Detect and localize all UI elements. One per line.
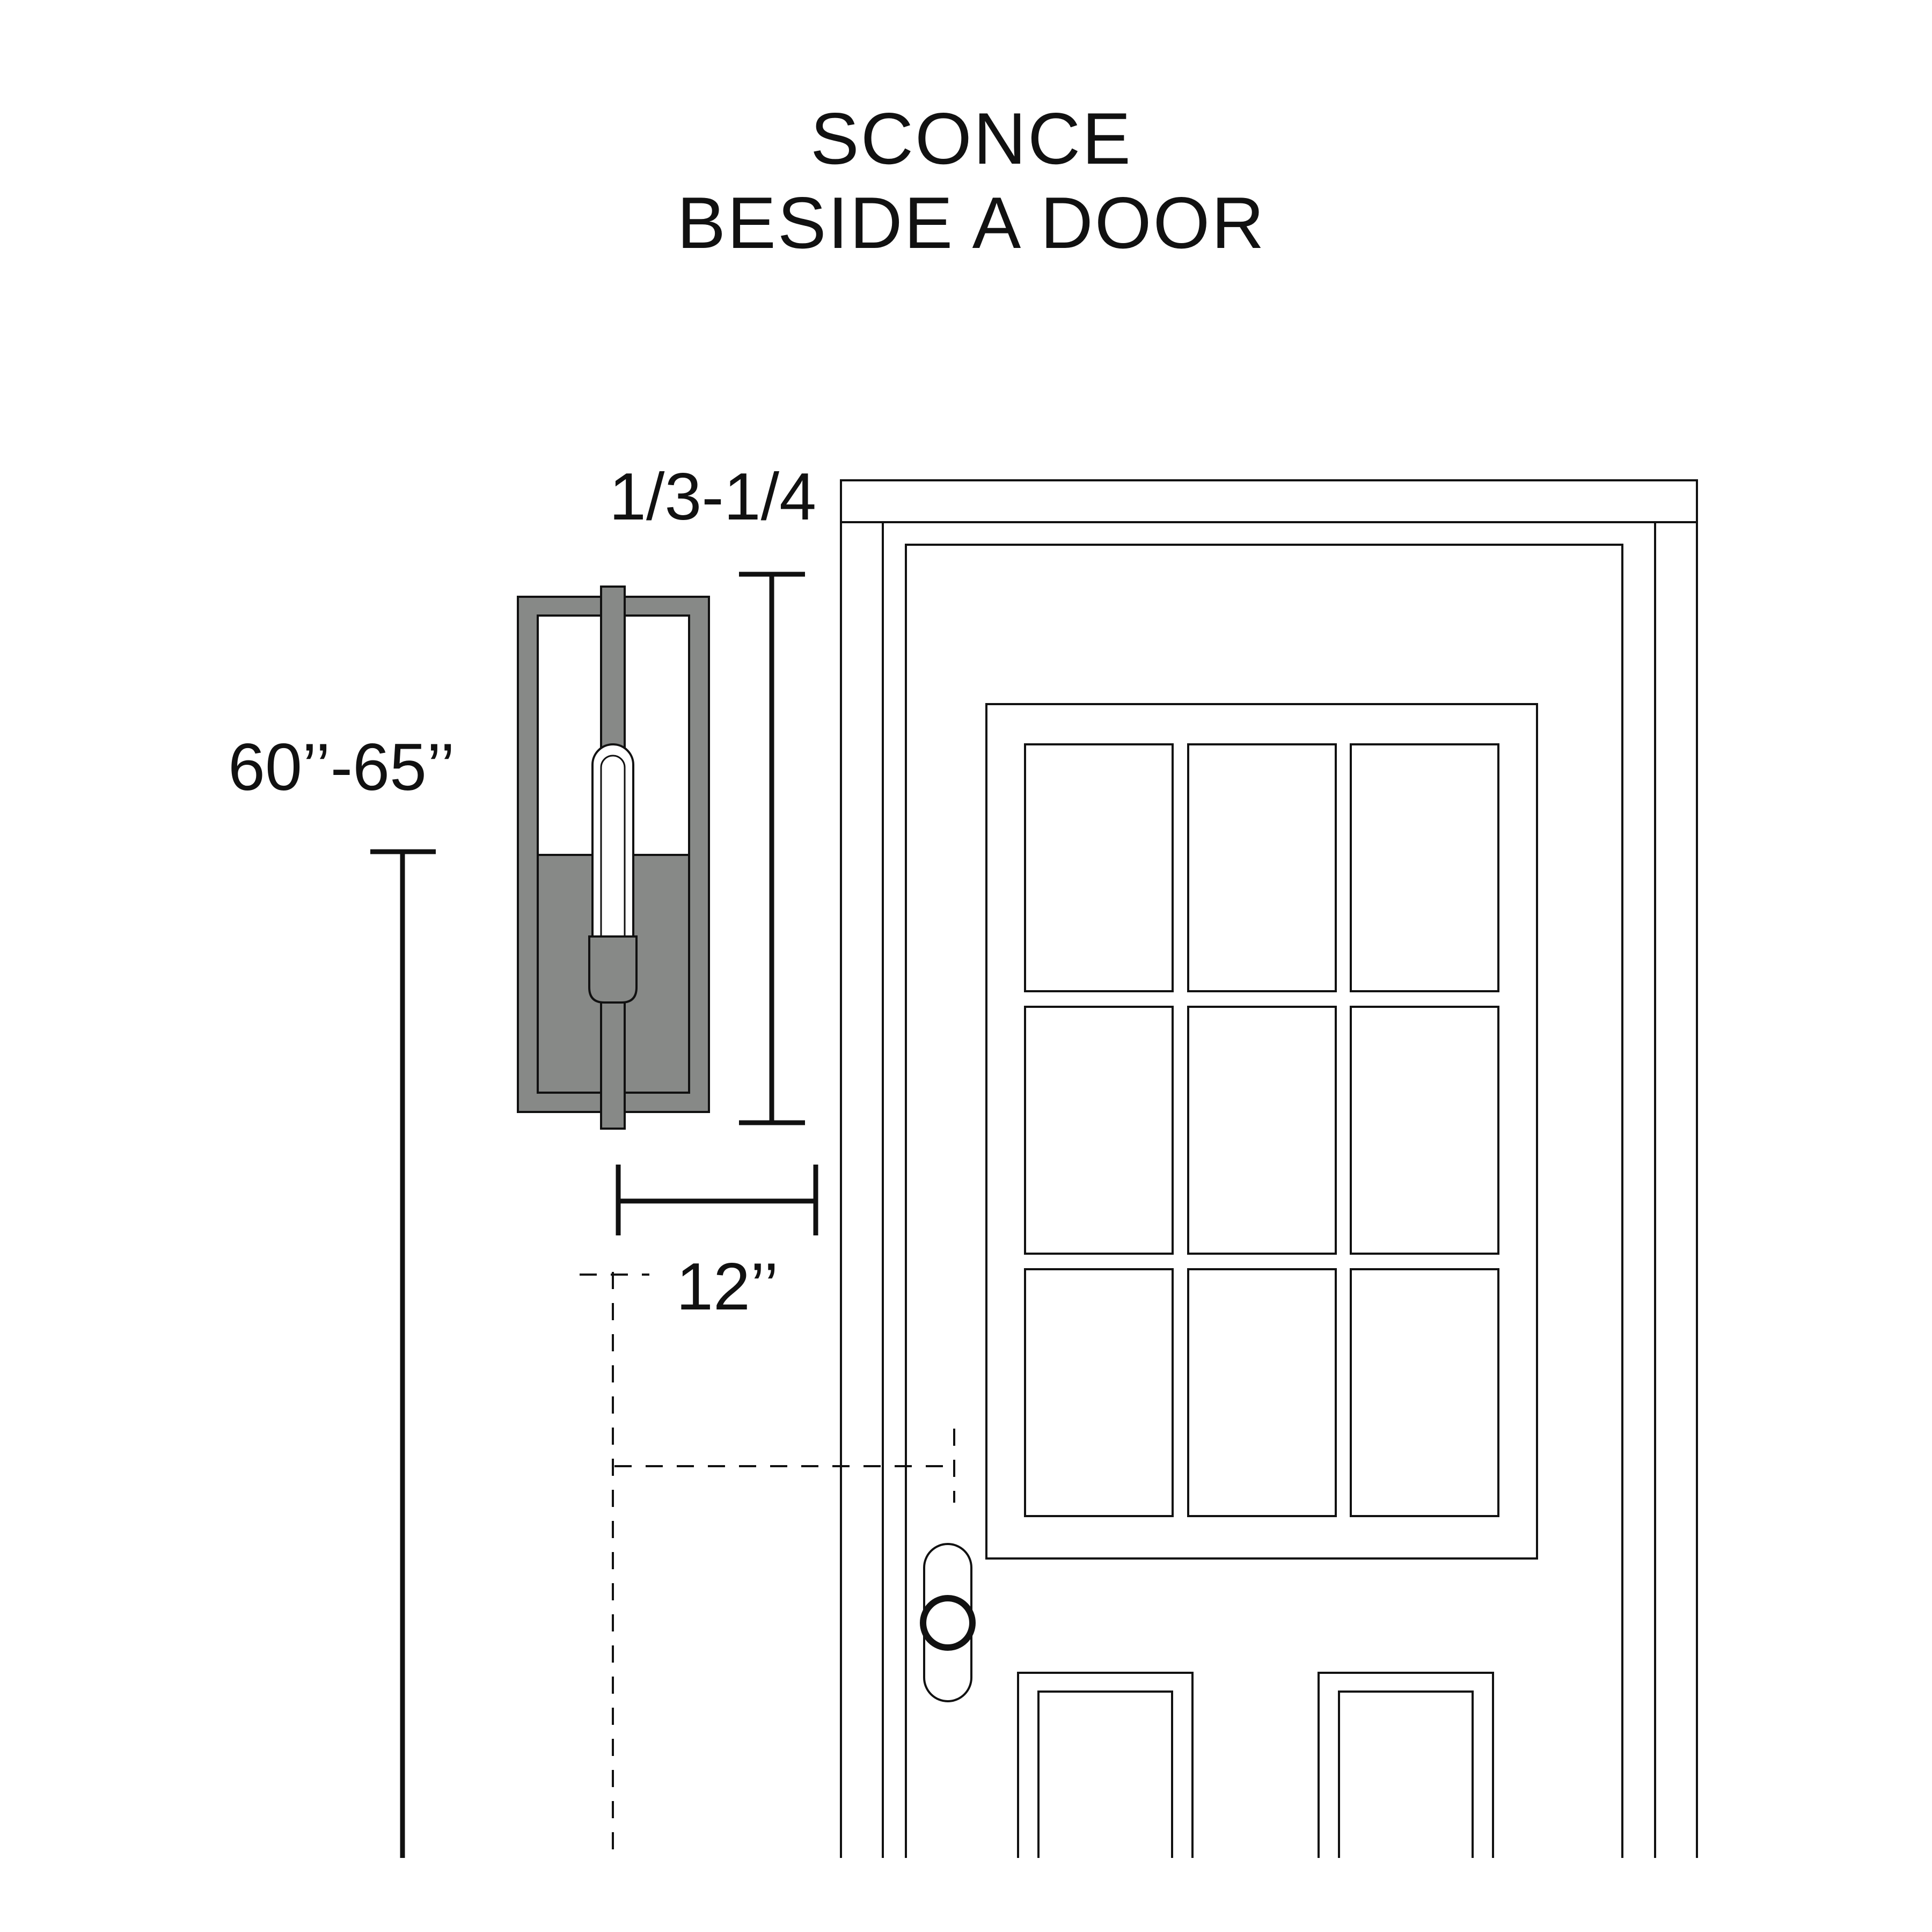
window-pane	[1187, 1268, 1337, 1517]
window-pane	[1024, 1268, 1174, 1517]
window-panes	[1024, 743, 1499, 1517]
door-slab	[905, 544, 1623, 1858]
lower-panel-right	[1318, 1672, 1494, 1858]
fixture-size-label: 1/3-1/4	[609, 460, 816, 534]
wall-sconce	[517, 586, 710, 1130]
window-pane	[1024, 743, 1174, 992]
window-pane	[1187, 743, 1337, 992]
window-frame	[985, 703, 1538, 1560]
title-line-1: SCONCE	[810, 98, 1132, 179]
bulb-socket	[588, 935, 638, 1004]
window-pane	[1187, 1006, 1337, 1255]
door-knob-icon	[920, 1595, 976, 1651]
door-header-trim	[840, 479, 1698, 523]
title-line-2: BESIDE A DOOR	[677, 182, 1265, 264]
bulb-icon	[591, 743, 634, 950]
door-offset-label: 12’’	[676, 1250, 779, 1324]
door	[840, 479, 1698, 1858]
fixture-size-dimension	[739, 572, 805, 1125]
door-offset-dimension	[616, 1165, 818, 1235]
window-pane	[1350, 1268, 1499, 1517]
window-pane	[1024, 1006, 1174, 1255]
window-pane	[1350, 743, 1499, 992]
mount-height-dimension	[370, 849, 436, 1858]
lower-panel-left	[1017, 1672, 1194, 1858]
mount-height-label: 60’’-65’’	[228, 730, 455, 804]
alignment-guides	[580, 1272, 955, 1858]
window-pane	[1350, 1006, 1499, 1255]
